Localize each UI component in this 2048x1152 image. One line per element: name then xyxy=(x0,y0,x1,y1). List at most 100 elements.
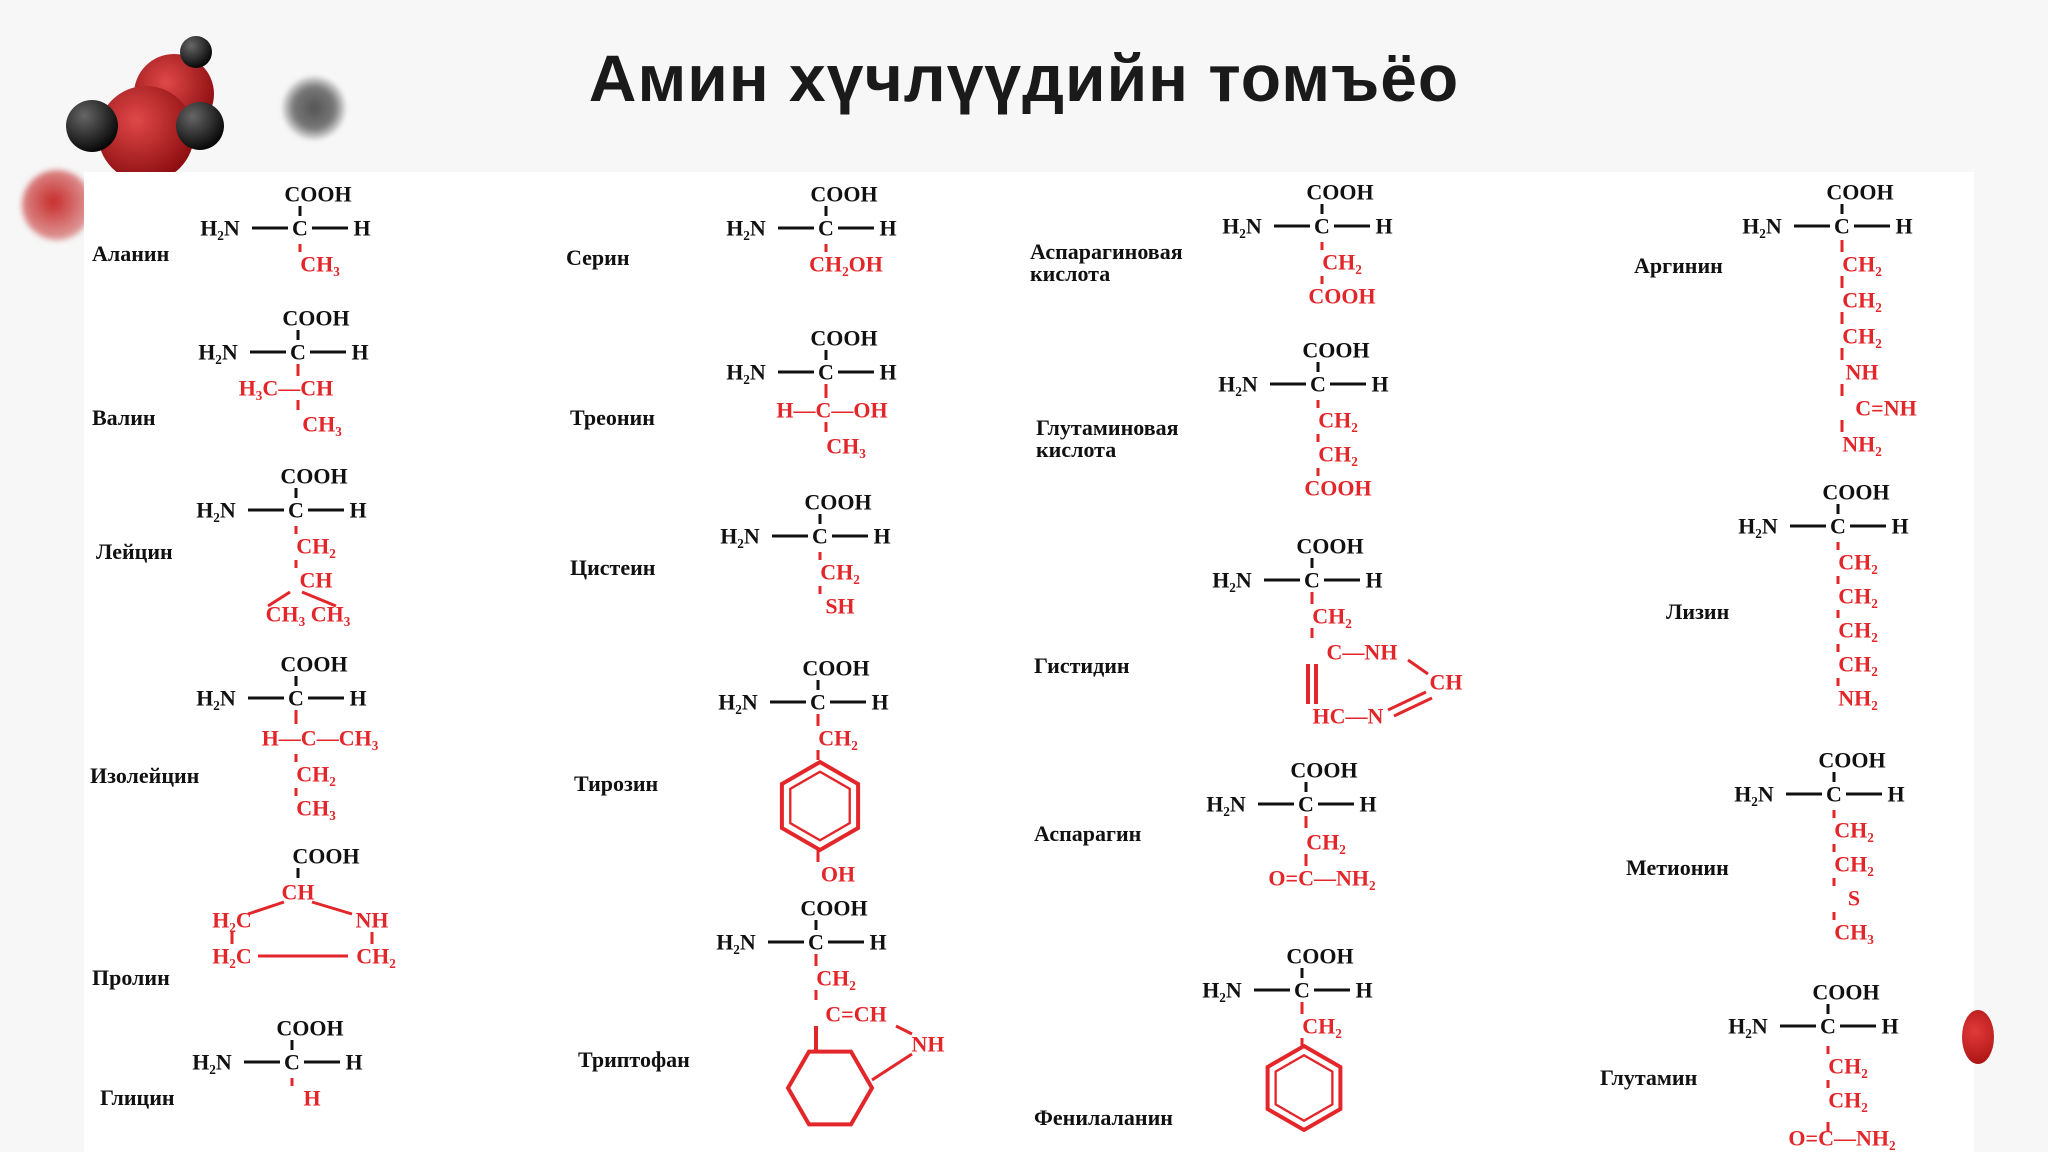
hydrogen-atom: H xyxy=(1887,782,1904,807)
side-chain: CH xyxy=(300,568,333,593)
hydrogen-atom: H xyxy=(1891,514,1908,539)
amino-acid-name: Лейцин xyxy=(96,541,173,563)
amino-acid-name: Лизин xyxy=(1666,601,1729,623)
bond xyxy=(1387,690,1427,712)
side-chain: CH₂ xyxy=(818,726,858,751)
side-chain: CH₂ xyxy=(1828,1054,1868,1079)
bond xyxy=(895,1024,913,1036)
side-chain: NH xyxy=(1846,360,1879,385)
carboxyl-group: COOH xyxy=(1286,944,1353,969)
side-chain: CH₃ xyxy=(296,796,336,821)
side-chain: NH xyxy=(356,908,389,933)
side-chain: CH xyxy=(1430,670,1463,695)
side-chain: H xyxy=(303,1086,320,1111)
benzene-ring-inner xyxy=(789,770,851,842)
side-chain: CH₂ xyxy=(1842,288,1882,313)
amino-acid-name-line: Аргинин xyxy=(1634,253,1723,278)
amino-acid-name-line: Изолейцин xyxy=(90,763,200,788)
alpha-carbon: C xyxy=(1314,214,1330,239)
amino-acid-name-line: Гистидин xyxy=(1034,653,1130,678)
carboxyl-group: COOH xyxy=(1290,758,1357,783)
side-chain: CH₂OH xyxy=(809,252,883,277)
hydrogen-atom: H xyxy=(1371,372,1388,397)
carboxyl-group: COOH xyxy=(280,652,347,677)
side-chain: CH₃ xyxy=(300,252,340,277)
alpha-carbon: C xyxy=(1820,1014,1836,1039)
amino-acid-name: Гистидин xyxy=(1034,655,1130,677)
side-chain: CH₂ xyxy=(816,966,856,991)
side-chain: H₂C xyxy=(212,944,252,969)
side-chain: NH₂ xyxy=(1838,686,1878,711)
carboxyl-group: COOH xyxy=(276,1016,343,1041)
side-chain: CH₂ xyxy=(1838,584,1878,609)
alpha-carbon: C xyxy=(808,930,824,955)
hydrogen-atom: H xyxy=(349,498,366,523)
amino-acid-name: Аспарагин xyxy=(1034,823,1141,845)
carboxyl-group: COOH xyxy=(810,182,877,207)
amino-acid-name: Метионин xyxy=(1626,857,1729,879)
carboxyl-group: COOH xyxy=(1302,338,1369,363)
alpha-carbon: C xyxy=(1304,568,1320,593)
hydrogen-atom: H xyxy=(351,340,368,365)
side-chain: CH₃ xyxy=(1834,920,1874,945)
amino-acid-name-line: Аспарагин xyxy=(1034,821,1142,846)
amino-acid-name-line: Тирозин xyxy=(574,771,659,796)
amino-acid-name-line: Глутамин xyxy=(1600,1065,1698,1090)
side-chain: C=NH xyxy=(1855,396,1916,421)
hydrogen-atom: H xyxy=(1355,978,1372,1003)
side-chain: COOH xyxy=(1308,284,1375,309)
hydrogen-atom: H xyxy=(1359,792,1376,817)
side-chain: HC—N xyxy=(1313,704,1384,729)
alpha-carbon: C xyxy=(292,216,308,241)
amine-group: H₂N xyxy=(1222,214,1262,239)
hydrogen-atom: H xyxy=(869,930,886,955)
side-chain: H₂C xyxy=(212,908,252,933)
side-chain: COOH xyxy=(1304,476,1371,501)
side-chain: CH₂ xyxy=(296,762,336,787)
side-chain: CH₂ xyxy=(1842,324,1882,349)
bond xyxy=(311,900,353,916)
amine-group: H₂N xyxy=(716,930,756,955)
bond xyxy=(871,1052,913,1082)
alpha-carbon: C xyxy=(290,340,306,365)
amino-acid-name-line: Пролин xyxy=(92,965,170,990)
amine-group: H₂N xyxy=(196,498,236,523)
side-chain: H—C—OH xyxy=(776,398,887,423)
amine-group: H₂N xyxy=(1734,782,1774,807)
side-chain: CH₃ xyxy=(826,434,866,459)
bond xyxy=(247,900,285,916)
side-chain: H₃C—CH xyxy=(239,376,334,401)
red-dot-decoration xyxy=(22,170,92,240)
alpha-carbon: C xyxy=(1310,372,1326,397)
hydrogen-atom: H xyxy=(345,1050,362,1075)
side-chain: C=CH xyxy=(825,1002,886,1027)
bond xyxy=(301,590,337,608)
side-chain: C—NH xyxy=(1327,640,1398,665)
amine-group: H₂N xyxy=(1218,372,1258,397)
amine-group: H₂N xyxy=(1728,1014,1768,1039)
side-chain: CH₂ xyxy=(1302,1014,1342,1039)
side-chain: NH xyxy=(912,1032,945,1057)
amino-acid-name-line: Метионин xyxy=(1626,855,1729,880)
amino-acid-name-line: Валин xyxy=(92,405,156,430)
alpha-carbon: C xyxy=(1826,782,1842,807)
hydrogen-atom: H xyxy=(879,216,896,241)
carboxyl-group: COOH xyxy=(1296,534,1363,559)
carboxyl-group: COOH xyxy=(1826,180,1893,205)
amino-acid-name: Серин xyxy=(566,247,630,269)
side-chain: CH₂ xyxy=(1322,250,1362,275)
amino-acid-name: Глицин xyxy=(100,1087,175,1109)
carboxyl-group: COOH xyxy=(804,490,871,515)
side-chain: S xyxy=(1848,886,1860,911)
hydrogen-atom: H xyxy=(1375,214,1392,239)
amino-acid-name-line: Серин xyxy=(566,245,630,270)
side-chain: O=C—NH₂ xyxy=(1268,866,1376,891)
indole-ring xyxy=(785,1049,875,1127)
carboxyl-group: COOH xyxy=(800,896,867,921)
amino-acid-name-line: Триптофан xyxy=(578,1047,690,1072)
carboxyl-group: COOH xyxy=(1812,980,1879,1005)
amino-acid-name-line: Треонин xyxy=(570,405,655,430)
side-chain: CH₂ xyxy=(1834,852,1874,877)
